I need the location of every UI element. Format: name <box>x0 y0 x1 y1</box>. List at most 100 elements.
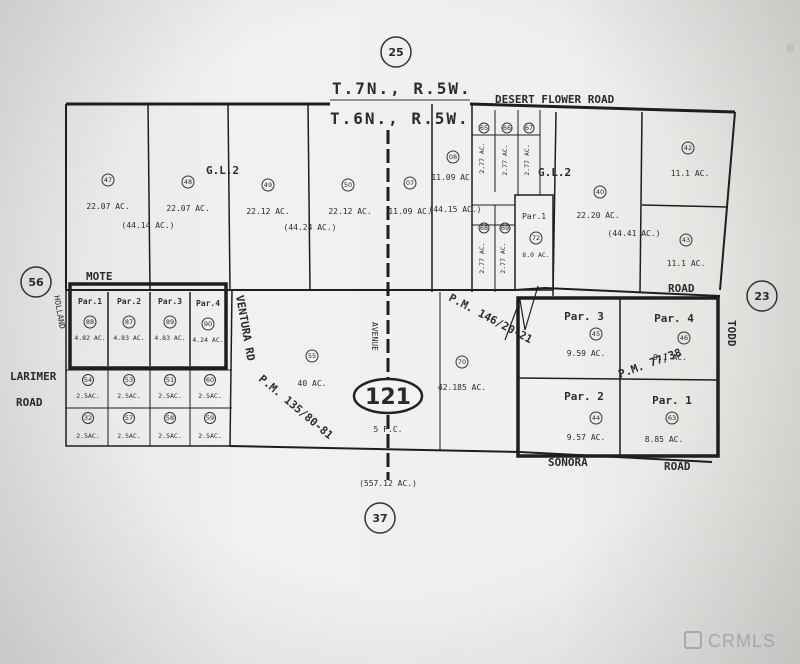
gl-right-label: G.L.2 <box>538 166 571 179</box>
road-left-label: ROAD <box>16 396 43 409</box>
svg-text:Par. 4: Par. 4 <box>654 312 694 325</box>
svg-text:66: 66 <box>503 124 511 132</box>
lot-47[interactable]: 47 22.07 AC. <box>86 173 130 211</box>
parcel-72[interactable]: Par.1 72 8.0 AC. <box>522 212 550 259</box>
svg-text:67: 67 <box>525 124 533 132</box>
svg-text:Par.2: Par.2 <box>117 297 141 306</box>
svg-text:9.1 AC.: 9.1 AC. <box>653 353 687 362</box>
lot-48[interactable]: 48 22.07 AC. <box>166 175 210 213</box>
svg-text:11.09 AC.: 11.09 AC. <box>431 173 474 182</box>
page-ref-top[interactable]: 25 <box>380 36 412 68</box>
block-number-badge[interactable]: 121 <box>352 377 424 415</box>
desert-flower-road-label: DESERT FLOWER ROAD <box>495 93 615 106</box>
page-ref-right[interactable]: 23 <box>746 280 778 312</box>
parcel-left-4[interactable]: Par.4 90 4.24 AC. <box>192 299 223 344</box>
parcel-right-1[interactable]: Par. 1 63 8.85 AC. <box>645 394 693 444</box>
parcel-right-3[interactable]: Par. 3 45 9.59 AC. <box>564 310 605 358</box>
svg-text:57: 57 <box>125 414 133 422</box>
svg-text:45: 45 <box>592 330 600 338</box>
svg-text:23: 23 <box>754 290 769 303</box>
svg-text:48: 48 <box>184 178 192 186</box>
svg-text:9.59 AC.: 9.59 AC. <box>567 349 606 358</box>
avenue-label: AVENUE <box>370 322 379 351</box>
svg-text:43: 43 <box>682 236 690 244</box>
small-lot-58[interactable]: 58 2.5AC. <box>158 412 182 441</box>
svg-text:Par. 2: Par. 2 <box>564 390 604 403</box>
narrow-lot-69[interactable]: 69 2.77 AC. <box>499 222 511 274</box>
narrow-lot-68[interactable]: 68 2.77 AC. <box>478 222 490 274</box>
svg-text:65: 65 <box>480 124 488 132</box>
parcel-left-2[interactable]: Par.2 87 4.83 AC. <box>113 297 144 342</box>
svg-text:121: 121 <box>365 385 411 410</box>
svg-text:2.5AC.: 2.5AC. <box>198 392 221 400</box>
small-lot-53[interactable]: 53 2.5AC. <box>117 374 141 401</box>
svg-text:07: 07 <box>406 179 414 187</box>
parcel-left-3[interactable]: Par.3 89 4.83 AC. <box>154 297 185 342</box>
narrow-lot-65[interactable]: 65 2.77 AC. <box>478 122 490 174</box>
svg-text:2.77 AC.: 2.77 AC. <box>523 144 531 175</box>
parcel-right-2[interactable]: Par. 2 44 9.57 AC. <box>564 390 605 442</box>
lot-43[interactable]: 43 11.1 AC. <box>667 233 706 268</box>
svg-text:32: 32 <box>84 414 92 422</box>
svg-text:22.12 AC.: 22.12 AC. <box>246 207 289 216</box>
svg-text:4.83 AC.: 4.83 AC. <box>154 334 185 342</box>
svg-text:2.5AC.: 2.5AC. <box>158 392 181 400</box>
lot-07[interactable]: 07 11.09 AC. <box>388 176 432 216</box>
svg-text:50: 50 <box>344 181 352 189</box>
svg-text:25: 25 <box>388 46 403 59</box>
svg-text:8.85 AC.: 8.85 AC. <box>645 435 684 444</box>
svg-text:4.24 AC.: 4.24 AC. <box>192 336 223 344</box>
svg-text:4.82 AC.: 4.82 AC. <box>74 334 105 342</box>
small-lot-32[interactable]: 32 2.5AC. <box>76 412 100 441</box>
svg-text:Par.1: Par.1 <box>78 297 102 306</box>
parcel-right-4[interactable]: Par. 4 46 9.1 AC. <box>653 312 694 362</box>
svg-text:22.07 AC.: 22.07 AC. <box>86 202 129 211</box>
watermark: CRMLS <box>683 631 776 652</box>
lot-70[interactable]: 70 42.185 AC. <box>438 355 486 392</box>
svg-text:Par.4: Par.4 <box>196 299 220 308</box>
svg-text:2.5AC.: 2.5AC. <box>76 432 99 440</box>
corner-mark <box>786 44 794 52</box>
svg-text:46: 46 <box>680 334 688 342</box>
road-bottom-label: ROAD <box>664 460 691 473</box>
narrow-lot-66[interactable]: 66 2.77 AC. <box>501 122 513 176</box>
lot-50[interactable]: 50 22.12 AC. <box>328 178 372 216</box>
lot-55[interactable]: 55 40 AC. <box>298 349 327 388</box>
svg-text:72: 72 <box>532 234 540 242</box>
svg-text:37: 37 <box>372 512 387 525</box>
lot-08[interactable]: 08 11.09 AC. <box>431 150 475 182</box>
page-ref-bottom[interactable]: 37 <box>364 502 396 534</box>
small-lot-57[interactable]: 57 2.5AC. <box>117 412 141 441</box>
combined-acres-mid: (44.24 AC.) <box>284 223 337 232</box>
svg-text:Par.1: Par.1 <box>522 212 546 221</box>
lot-49[interactable]: 49 22.12 AC. <box>246 178 290 216</box>
svg-text:51: 51 <box>166 376 174 384</box>
parcel-left-1[interactable]: Par.1 88 4.82 AC. <box>74 297 105 342</box>
narrow-lot-67[interactable]: 67 2.77 AC. <box>523 122 535 176</box>
svg-text:2.77 AC.: 2.77 AC. <box>499 242 507 273</box>
svg-text:54: 54 <box>84 376 92 384</box>
small-lot-54[interactable]: 54 2.5AC. <box>76 374 100 401</box>
page-ref-left[interactable]: 56 <box>20 266 52 298</box>
small-lot-60[interactable]: 60 2.5AC. <box>198 374 222 401</box>
pm-77-label: P.M. 77/38 <box>617 346 684 381</box>
lot-42[interactable]: 42 11.1 AC. <box>671 141 710 178</box>
small-lot-59[interactable]: 59 2.5AC. <box>198 412 222 441</box>
svg-text:11.09 AC.: 11.09 AC. <box>388 207 431 216</box>
lot-40[interactable]: 40 22.20 AC. <box>576 185 620 220</box>
svg-text:42.185 AC.: 42.185 AC. <box>438 383 486 392</box>
small-lot-51[interactable]: 51 2.5AC. <box>158 374 182 401</box>
svg-text:56: 56 <box>28 276 44 289</box>
todd-label: TODD <box>725 320 738 347</box>
svg-text:2.5AC.: 2.5AC. <box>158 432 181 440</box>
svg-text:2.77 AC.: 2.77 AC. <box>478 242 486 273</box>
combined-acres-narrow: (44.15 AC.) <box>429 205 482 214</box>
svg-text:2.5AC.: 2.5AC. <box>117 392 140 400</box>
svg-text:2.77 AC.: 2.77 AC. <box>501 144 509 175</box>
township-south: T.6N., R.5W. <box>330 109 470 128</box>
combined-acres-left: (44.14 AC.) <box>122 221 175 230</box>
larimer-label: LARIMER <box>10 370 57 383</box>
svg-text:90: 90 <box>204 320 212 328</box>
svg-text:2.5AC.: 2.5AC. <box>117 432 140 440</box>
